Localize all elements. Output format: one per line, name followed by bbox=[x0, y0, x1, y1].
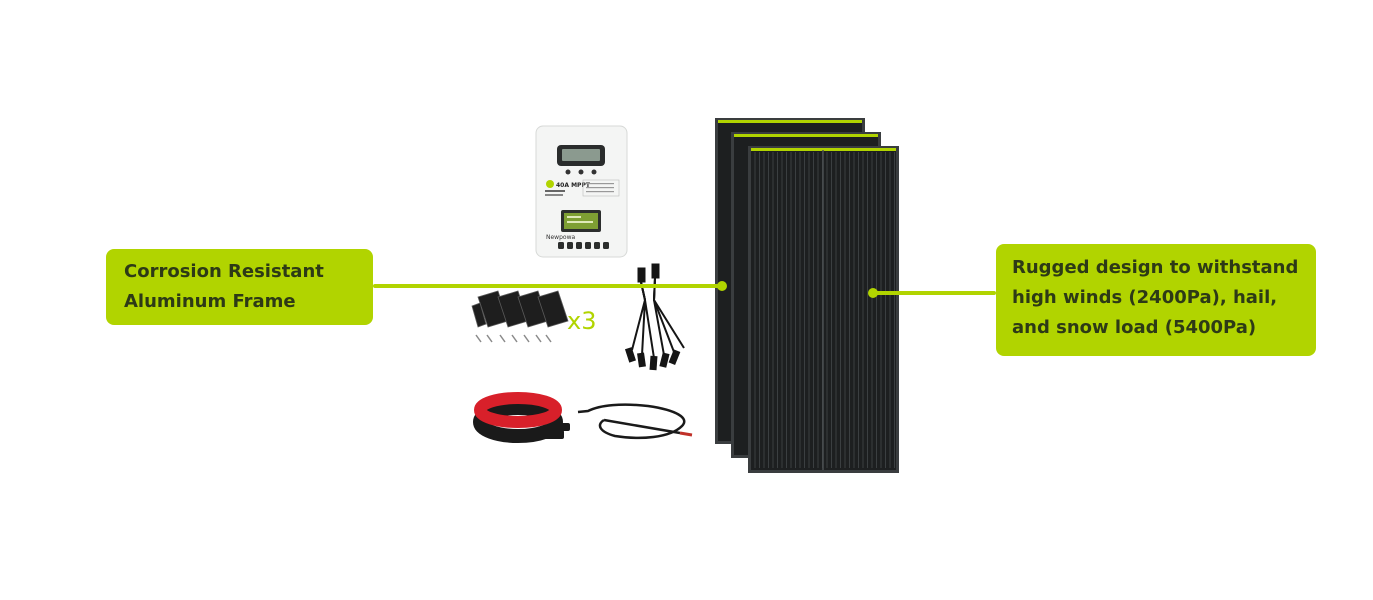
branch-connector-icon bbox=[624, 263, 685, 371]
callout-right-line-1: Rugged design to withstand bbox=[1012, 257, 1299, 278]
callout-right-line-2: high winds (2400Pa), hail, bbox=[1012, 287, 1278, 308]
leader-line-left bbox=[373, 284, 723, 288]
callout-left-line-2: Aluminum Frame bbox=[124, 291, 296, 312]
callout-right-line-3: and snow load (5400Pa) bbox=[1012, 317, 1257, 338]
solar-panel-front-icon bbox=[748, 146, 899, 473]
callout-left-line-1: Corrosion Resistant bbox=[124, 261, 324, 282]
screws-icon bbox=[475, 334, 552, 343]
leader-dot-left bbox=[717, 281, 727, 291]
solar-panel-stack-icon bbox=[715, 118, 899, 473]
callout-corrosion-resistant: Corrosion Resistant Aluminum Frame bbox=[106, 249, 373, 325]
leader-line-right bbox=[873, 291, 996, 295]
tray-cable-icon bbox=[577, 403, 693, 440]
controller-brand-text: Newpowa bbox=[546, 234, 575, 241]
controller-model-text: 40A MPPT bbox=[556, 182, 591, 189]
z-bracket-icon bbox=[471, 290, 569, 328]
bracket-quantity-label: x3 bbox=[567, 307, 597, 335]
extension-cable-icon bbox=[473, 392, 570, 443]
charge-controller-icon: 40A MPPT Newpowa bbox=[535, 125, 628, 258]
leader-dot-right bbox=[868, 288, 878, 298]
callout-rugged-design: Rugged design to withstand high winds (2… bbox=[996, 244, 1316, 356]
